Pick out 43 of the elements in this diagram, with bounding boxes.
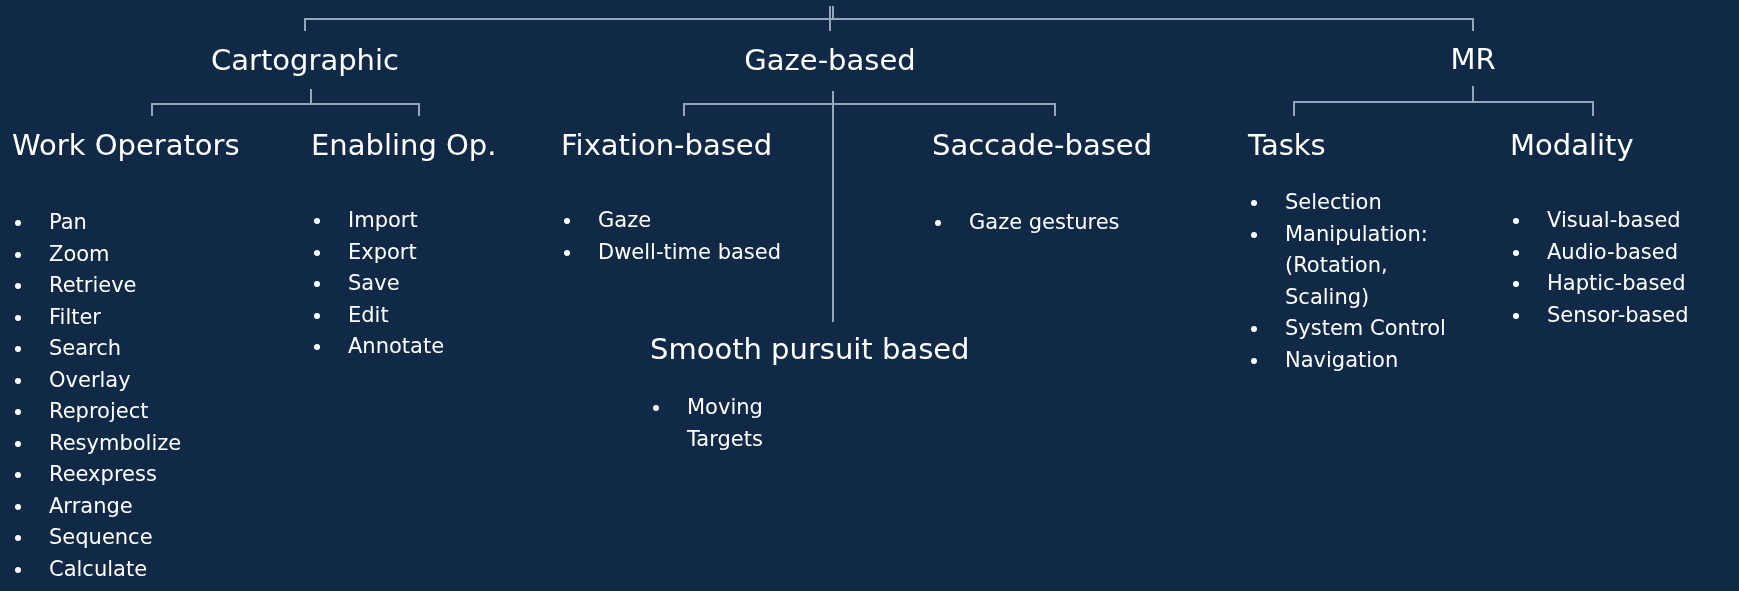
list-item: Reproject bbox=[49, 398, 150, 425]
category-heading: Gaze-based bbox=[744, 43, 916, 77]
connector-line bbox=[829, 5, 831, 32]
list-item: System Control bbox=[1285, 315, 1447, 342]
list-item: Navigation bbox=[1285, 346, 1400, 374]
category-heading: Tasks bbox=[1248, 128, 1326, 162]
list-item: Export bbox=[348, 238, 418, 266]
list-item: Audio-based bbox=[1547, 238, 1680, 266]
list-item: Sensor-based bbox=[1547, 301, 1690, 329]
category-heading: Fixation-based bbox=[561, 128, 773, 162]
category-heading: Modality bbox=[1510, 128, 1634, 162]
list-item: Moving Targets bbox=[687, 394, 764, 453]
list-item: Filter bbox=[49, 303, 102, 331]
connector-line bbox=[1472, 85, 1594, 117]
category-heading: Enabling Op. bbox=[311, 128, 497, 162]
category-heading: Saccade-based bbox=[932, 128, 1153, 162]
list-item: Selection bbox=[1285, 189, 1383, 216]
list-item: Pan bbox=[49, 209, 88, 236]
list-item: Reexpress bbox=[49, 461, 158, 488]
list-item: Retrieve bbox=[49, 272, 138, 299]
list-item: Arrange bbox=[49, 492, 134, 520]
list-item: Gaze bbox=[598, 207, 653, 234]
list-item: Calculate bbox=[49, 555, 149, 583]
category-heading: MR bbox=[1450, 42, 1496, 76]
connector-line bbox=[832, 90, 834, 323]
list-item: Dwell-time based bbox=[598, 238, 783, 266]
category-heading: Cartographic bbox=[211, 43, 399, 77]
list-item: Import bbox=[348, 207, 419, 234]
list-item: Gaze gestures bbox=[969, 209, 1121, 236]
list-item: Manipulation: (Rotation, Scaling) bbox=[1285, 220, 1429, 311]
list-item: Save bbox=[348, 270, 401, 297]
list-item: Annotate bbox=[348, 333, 446, 360]
category-heading: Work Operators bbox=[12, 128, 240, 162]
connector-line bbox=[310, 88, 420, 117]
list-item: Resymbolize bbox=[49, 429, 183, 457]
category-heading: Smooth pursuit based bbox=[650, 332, 970, 366]
list-item: Search bbox=[49, 335, 123, 362]
list-item: Zoom bbox=[49, 240, 111, 268]
list-item: Overlay bbox=[49, 366, 132, 394]
list-item: Visual-based bbox=[1547, 207, 1682, 234]
list-item: Edit bbox=[348, 301, 390, 329]
list-item: Haptic-based bbox=[1547, 270, 1687, 297]
list-item: Sequence bbox=[49, 524, 154, 551]
